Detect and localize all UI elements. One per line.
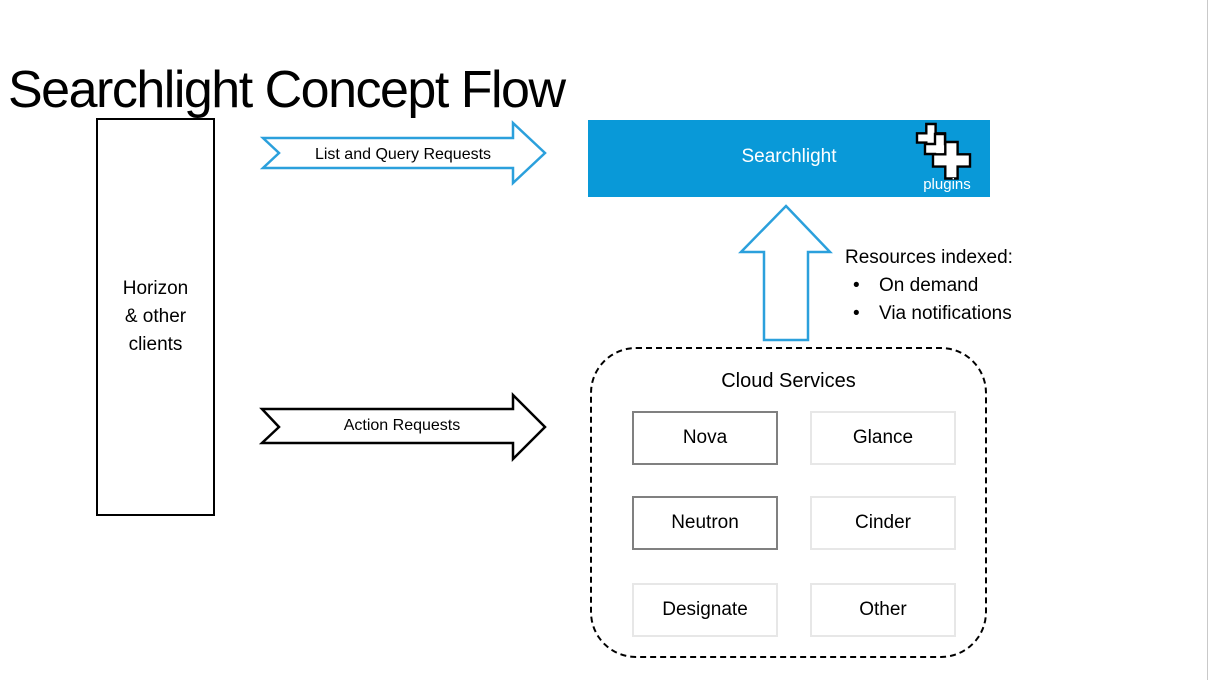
cloud-services-title: Cloud Services <box>721 370 856 392</box>
bullet-marker: • <box>853 303 860 324</box>
action-arrow <box>258 391 547 463</box>
searchlight-label: Searchlight <box>741 146 837 167</box>
clients-box-line: & other <box>124 306 187 327</box>
plugins-stack-icon <box>915 122 972 180</box>
searchlight-box: Searchlight plugins <box>588 120 990 197</box>
cloud-services-box: Cloud Services Nova Glance Neutron Cinde… <box>590 347 987 658</box>
service-box-neutron: Neutron <box>632 496 778 550</box>
list-query-arrow-label: List and Query Requests <box>314 146 492 163</box>
index-arrow <box>738 204 833 342</box>
plugins-label: plugins <box>923 176 971 193</box>
resources-heading: Resources indexed: <box>845 247 1013 268</box>
bullet-item: • On demand <box>845 272 1013 300</box>
clients-box-line: clients <box>128 334 183 355</box>
action-arrow-label: Action Requests <box>343 417 461 434</box>
clients-box-line: Horizon <box>122 278 189 299</box>
bullet-text: On demand <box>879 275 979 296</box>
bullet-text: Via notifications <box>879 303 1012 324</box>
slide-title: Searchlight Concept Flow <box>8 61 566 119</box>
service-box-cinder: Cinder <box>810 496 956 550</box>
service-box-designate: Designate <box>632 583 778 637</box>
slide-edge-line <box>1207 0 1208 680</box>
clients-box-label: Horizon & other clients <box>123 275 188 359</box>
bullet-item: • Via notifications <box>845 300 1013 328</box>
resources-indexed: Resources indexed: • On demand • Via not… <box>845 244 1013 328</box>
clients-box: Horizon & other clients <box>96 118 215 516</box>
service-box-glance: Glance <box>810 411 956 465</box>
service-box-nova: Nova <box>632 411 778 465</box>
bullet-marker: • <box>853 275 860 296</box>
service-box-other: Other <box>810 583 956 637</box>
list-query-arrow <box>259 120 547 186</box>
